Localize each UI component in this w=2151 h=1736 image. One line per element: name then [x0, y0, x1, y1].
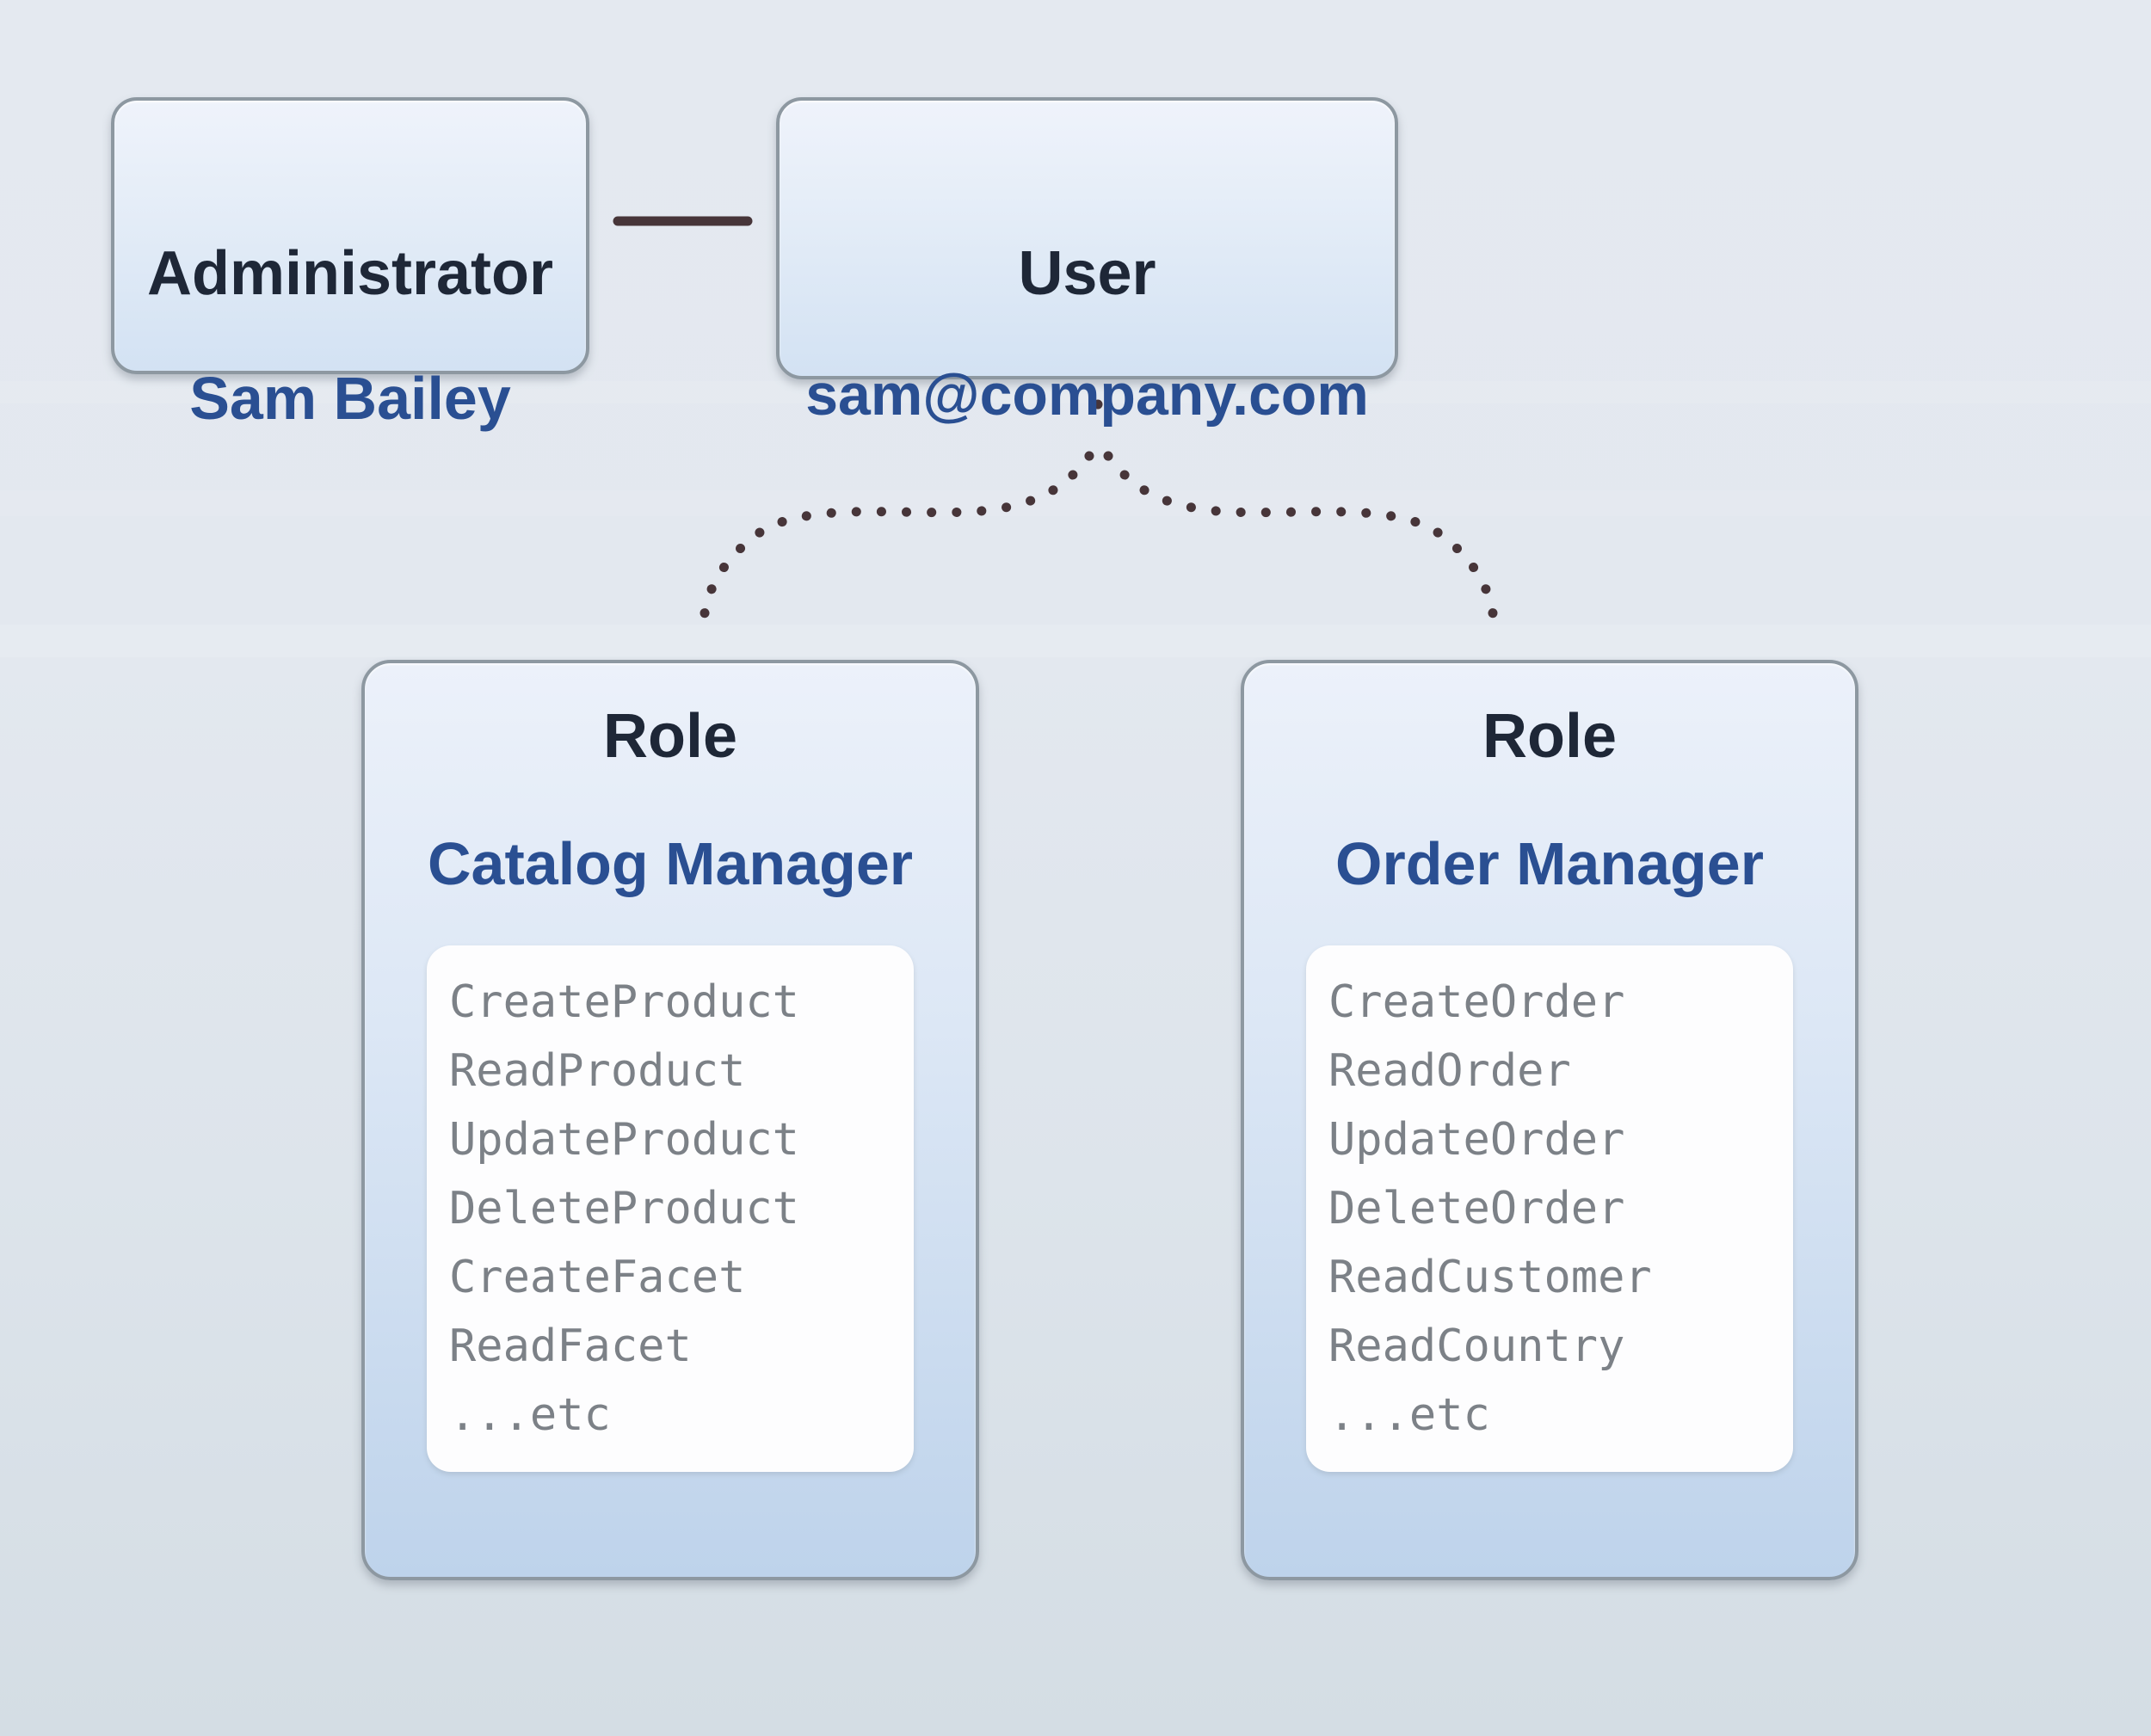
administrator-name: Sam Bailey [189, 365, 511, 432]
role-box-title: Role [602, 702, 738, 771]
role-box-title: Role [1482, 702, 1618, 771]
permission-item: ...etc [449, 1389, 611, 1441]
background-band [0, 490, 2151, 516]
permission-item: ReadOrder [1328, 1045, 1571, 1097]
user-box: User sam@company.com [776, 97, 1398, 428]
permission-item: ReadFacet [449, 1320, 692, 1372]
role-name-catalog-manager: Catalog Manager [428, 830, 913, 897]
permission-item: DeleteProduct [449, 1183, 799, 1234]
permission-item: DeleteOrder [1328, 1183, 1625, 1234]
permission-item: ReadCustomer [1328, 1252, 1652, 1303]
permission-item: ReadCountry [1328, 1320, 1625, 1372]
dotted-branch-right [1103, 451, 1499, 628]
user-email: sam@company.com [805, 362, 1369, 428]
permission-item: CreateFacet [449, 1252, 746, 1303]
administrator-box: Administrator Sam Bailey [111, 97, 589, 432]
role-name-order-manager: Order Manager [1335, 830, 1764, 897]
permission-item: UpdateOrder [1328, 1114, 1625, 1166]
permission-item: CreateOrder [1328, 976, 1625, 1028]
permission-item: ReadProduct [449, 1045, 746, 1097]
background-band [0, 625, 2151, 657]
permission-item: UpdateProduct [449, 1114, 799, 1166]
permission-item: CreateProduct [449, 976, 799, 1028]
permission-item: ...etc [1328, 1389, 1490, 1441]
administrator-box-title: Administrator [146, 239, 554, 308]
dotted-branch-left [699, 451, 1094, 628]
user-box-title: User [1018, 239, 1156, 308]
